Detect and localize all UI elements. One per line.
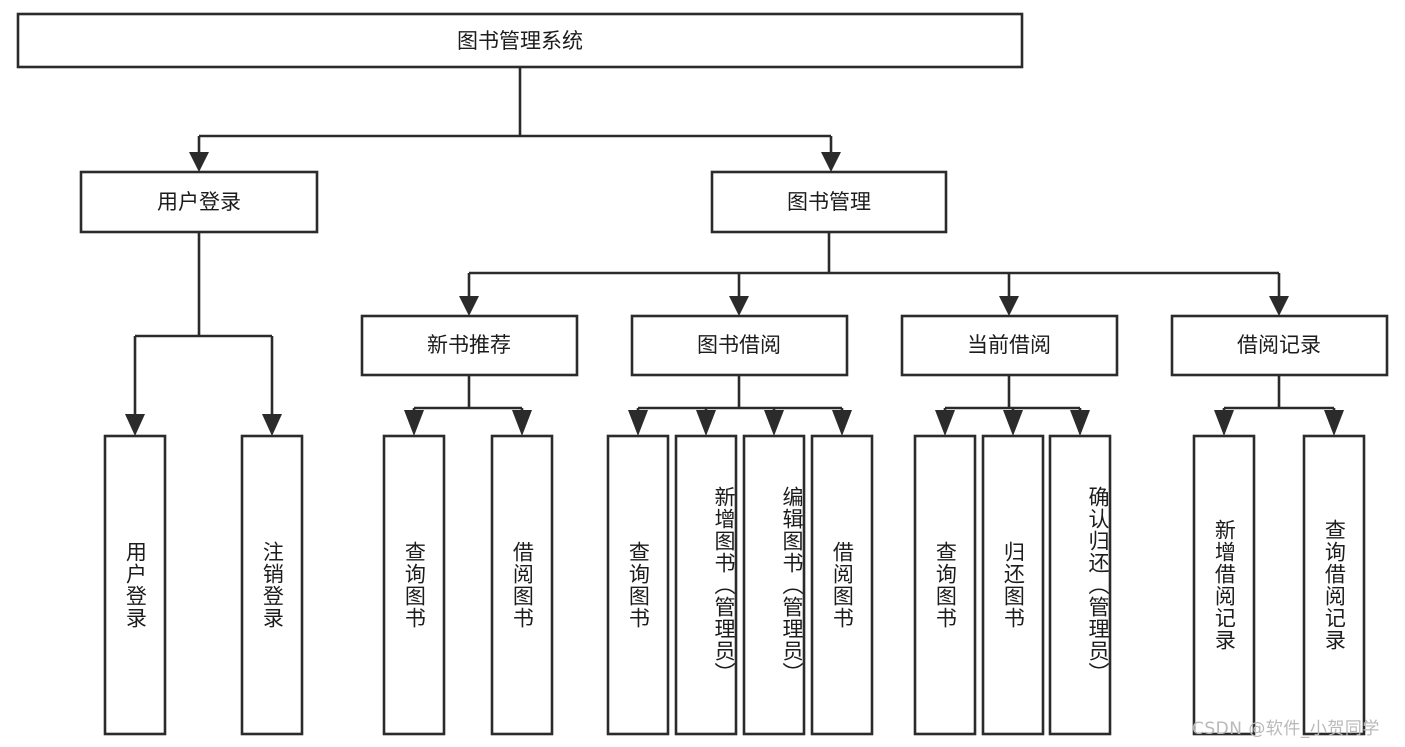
node-box-leaf-edit-book[interactable] — [742, 434, 806, 736]
node-box-leaf-user-login[interactable] — [103, 434, 167, 736]
node-label-new-book-rec: 新书推荐 — [427, 333, 511, 357]
node-box-root[interactable] — [16, 12, 1024, 69]
connector-group-book-manage — [459, 232, 1289, 316]
node-label-book-manage: 图书管理 — [787, 190, 871, 214]
connector-group-user-login — [125, 232, 282, 436]
connector-group-current-borrow — [935, 375, 1090, 436]
arrow-head-leaf-borrow-book-2 — [832, 410, 852, 436]
node-box-leaf-query-book-2[interactable] — [606, 434, 670, 736]
arrow-head-book-manage — [821, 152, 841, 172]
arrow-head-leaf-return-book — [1003, 410, 1023, 436]
node-box-book-borrow[interactable] — [630, 314, 849, 377]
node-box-borrow-record[interactable] — [1170, 314, 1389, 377]
arrow-head-leaf-query-book-3 — [935, 410, 955, 436]
node-box-leaf-add-book[interactable] — [674, 434, 738, 736]
node-label-book-borrow: 图书借阅 — [697, 333, 781, 357]
arrow-head-new-book-rec — [459, 296, 479, 316]
connector-group-new-book-rec — [404, 375, 532, 436]
connector-group-borrow-record — [1214, 375, 1344, 436]
arrow-head-leaf-query-book-2 — [628, 410, 648, 436]
node-label-root: 图书管理系统 — [457, 29, 583, 53]
node-box-leaf-add-record[interactable] — [1192, 434, 1256, 736]
node-box-leaf-query-book-1[interactable] — [382, 434, 446, 736]
arrow-head-borrow-record — [1269, 296, 1289, 316]
node-box-leaf-borrow-book-2[interactable] — [810, 434, 874, 736]
node-box-leaf-return-book[interactable] — [981, 434, 1045, 736]
node-box-leaf-confirm-return[interactable] — [1048, 434, 1112, 736]
arrow-head-leaf-logout-login — [262, 414, 282, 436]
arrow-head-user-login — [189, 152, 209, 172]
arrow-head-leaf-borrow-book-1 — [512, 410, 532, 436]
node-box-user-login[interactable] — [79, 170, 319, 234]
node-label-current-borrow: 当前借阅 — [967, 333, 1051, 357]
arrow-head-leaf-edit-book — [764, 410, 784, 436]
arrow-head-leaf-user-login — [125, 414, 145, 436]
connector-group-book-borrow — [628, 375, 852, 436]
arrow-head-leaf-add-book — [696, 410, 716, 436]
node-label-user-login: 用户登录 — [157, 190, 241, 214]
node-box-current-borrow[interactable] — [900, 314, 1119, 377]
node-box-book-manage[interactable] — [710, 170, 948, 234]
connector-group-root — [189, 67, 841, 172]
node-box-new-book-rec[interactable] — [360, 314, 579, 377]
node-box-leaf-query-record[interactable] — [1302, 434, 1366, 736]
arrow-head-leaf-add-record — [1214, 410, 1234, 436]
node-box-leaf-query-book-3[interactable] — [913, 434, 977, 736]
node-box-leaf-borrow-book-1[interactable] — [490, 434, 554, 736]
node-box-leaf-logout-login[interactable] — [240, 434, 304, 736]
arrow-head-leaf-query-book-1 — [404, 410, 424, 436]
arrow-head-leaf-query-record — [1324, 410, 1344, 436]
arrow-head-current-borrow — [999, 296, 1019, 316]
arrow-head-leaf-confirm-return — [1070, 410, 1090, 436]
arrow-head-book-borrow — [729, 296, 749, 316]
csdn-watermark: CSDN @软件_小贺同学 — [1192, 719, 1380, 739]
node-label-borrow-record: 借阅记录 — [1237, 333, 1321, 357]
